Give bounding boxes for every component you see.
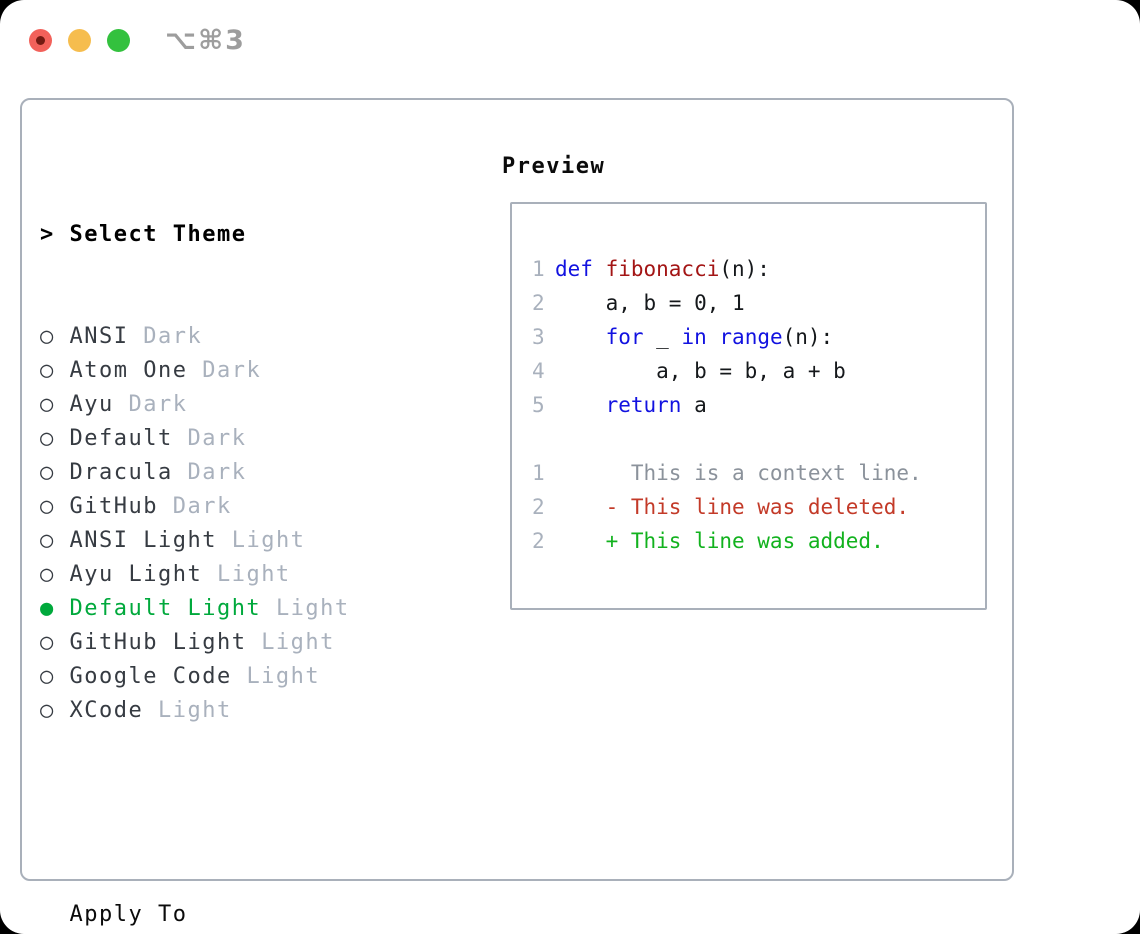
radio-icon: ○ bbox=[40, 630, 55, 655]
line-content: for _ in range(n): bbox=[605, 325, 834, 349]
preview-title: Preview bbox=[502, 154, 606, 179]
line-number: 4 bbox=[532, 359, 545, 383]
line-content: def fibonacci(n): bbox=[555, 257, 770, 281]
theme-name: GitHub bbox=[54, 494, 173, 519]
line-number: 5 bbox=[532, 393, 545, 417]
line-content: This is a context line. bbox=[555, 461, 922, 485]
theme-variant-tag: Dark bbox=[143, 324, 203, 349]
radio-icon: ○ bbox=[40, 698, 55, 723]
radio-icon: ○ bbox=[40, 562, 55, 587]
radio-icon: ○ bbox=[40, 426, 55, 451]
radio-icon: ○ bbox=[40, 324, 55, 349]
theme-option-google-code[interactable]: ○ Google Code Light bbox=[40, 660, 453, 694]
spacer bbox=[40, 796, 453, 830]
cursor-icon: > bbox=[40, 222, 55, 247]
line-content: return a bbox=[605, 393, 707, 417]
radio-icon: ○ bbox=[40, 392, 55, 417]
theme-name: Default bbox=[54, 426, 188, 451]
radio-icon: ○ bbox=[40, 460, 55, 485]
left-column: > Select Theme ○ ANSI Dark○ Atom One Dar… bbox=[40, 150, 453, 934]
theme-list-header: > Select Theme bbox=[40, 218, 453, 252]
theme-list: ○ ANSI Dark○ Atom One Dark○ Ayu Dark○ De… bbox=[40, 320, 453, 728]
selected-radio-icon: ● bbox=[40, 596, 55, 621]
theme-name: Dracula bbox=[54, 460, 188, 485]
code-line: 5 return a bbox=[532, 388, 985, 422]
theme-list-title: Select Theme bbox=[69, 222, 247, 247]
theme-name: ANSI Light bbox=[54, 528, 232, 553]
theme-option-xcode[interactable]: ○ XCode Light bbox=[40, 694, 453, 728]
radio-icon: ○ bbox=[40, 494, 55, 519]
theme-name: Ayu Light bbox=[54, 562, 217, 587]
theme-option-atom-one[interactable]: ○ Atom One Dark bbox=[40, 354, 453, 388]
diff-line: 1 This is a context line. bbox=[532, 456, 985, 490]
line-content: a, b = 0, 1 bbox=[555, 291, 745, 315]
theme-variant-tag: Light bbox=[261, 630, 335, 655]
radio-icon: ○ bbox=[40, 664, 55, 689]
title-bar: ⌥⌘3 bbox=[0, 0, 1140, 80]
theme-name: Ayu bbox=[54, 392, 129, 417]
line-number: 2 bbox=[532, 529, 545, 553]
theme-name: GitHub Light bbox=[54, 630, 262, 655]
code-line: 2 a, b = 0, 1 bbox=[532, 286, 985, 320]
theme-option-ayu[interactable]: ○ Ayu Dark bbox=[40, 388, 453, 422]
theme-name: Google Code bbox=[54, 664, 247, 689]
theme-variant-tag: Light bbox=[216, 562, 291, 587]
theme-option-github[interactable]: ○ GitHub Dark bbox=[40, 490, 453, 524]
theme-option-ansi-light[interactable]: ○ ANSI Light Light bbox=[40, 524, 453, 558]
theme-option-github-light[interactable]: ○ GitHub Light Light bbox=[40, 626, 453, 660]
line-number: 2 bbox=[532, 495, 545, 519]
diff-preview: 1 This is a context line.2 - This line w… bbox=[532, 456, 985, 558]
line-content: a, b = b, a + b bbox=[555, 359, 846, 383]
theme-variant-tag: Light bbox=[246, 664, 321, 689]
line-number: 1 bbox=[532, 257, 545, 281]
radio-icon: ○ bbox=[40, 358, 55, 383]
theme-option-dracula[interactable]: ○ Dracula Dark bbox=[40, 456, 453, 490]
radio-icon: ○ bbox=[40, 528, 55, 553]
line-number: 1 bbox=[532, 461, 545, 485]
code-line: 1 def fibonacci(n): bbox=[532, 252, 985, 286]
theme-variant-tag: Light bbox=[157, 698, 232, 723]
line-number: 2 bbox=[532, 291, 545, 315]
theme-name: Default Light bbox=[54, 596, 276, 621]
code-line: 3 for _ in range(n): bbox=[532, 320, 985, 354]
theme-option-default[interactable]: ○ Default Dark bbox=[40, 422, 453, 456]
diff-line: 2 + This line was added. bbox=[532, 524, 985, 558]
theme-option-ansi[interactable]: ○ ANSI Dark bbox=[40, 320, 453, 354]
window-title: ⌥⌘3 bbox=[165, 24, 246, 56]
code-line: 4 a, b = b, a + b bbox=[532, 354, 985, 388]
theme-variant-tag: Dark bbox=[202, 358, 262, 383]
line-content: + This line was added. bbox=[555, 529, 884, 553]
line-number: 3 bbox=[532, 325, 545, 349]
theme-variant-tag: Dark bbox=[187, 460, 247, 485]
theme-variant-tag: Dark bbox=[128, 392, 188, 417]
theme-variant-tag: Dark bbox=[172, 494, 232, 519]
zoom-icon[interactable] bbox=[107, 28, 130, 52]
theme-option-default-light[interactable]: ● Default Light Light bbox=[40, 592, 453, 626]
theme-name: ANSI bbox=[54, 324, 144, 349]
diff-line: 2 - This line was deleted. bbox=[532, 490, 985, 524]
theme-variant-tag: Dark bbox=[187, 426, 247, 451]
line-content: - This line was deleted. bbox=[555, 495, 910, 519]
main-panel: > Select Theme ○ ANSI Dark○ Atom One Dar… bbox=[20, 98, 1014, 927]
theme-name: XCode bbox=[54, 698, 158, 723]
theme-variant-tag: Light bbox=[275, 596, 350, 621]
apply-to-label: Apply To bbox=[69, 902, 188, 927]
theme-option-ayu-light[interactable]: ○ Ayu Light Light bbox=[40, 558, 453, 592]
close-icon[interactable] bbox=[29, 28, 52, 52]
minimize-icon[interactable] bbox=[68, 28, 91, 52]
theme-name: Atom One bbox=[54, 358, 203, 383]
theme-variant-tag: Light bbox=[231, 528, 306, 553]
